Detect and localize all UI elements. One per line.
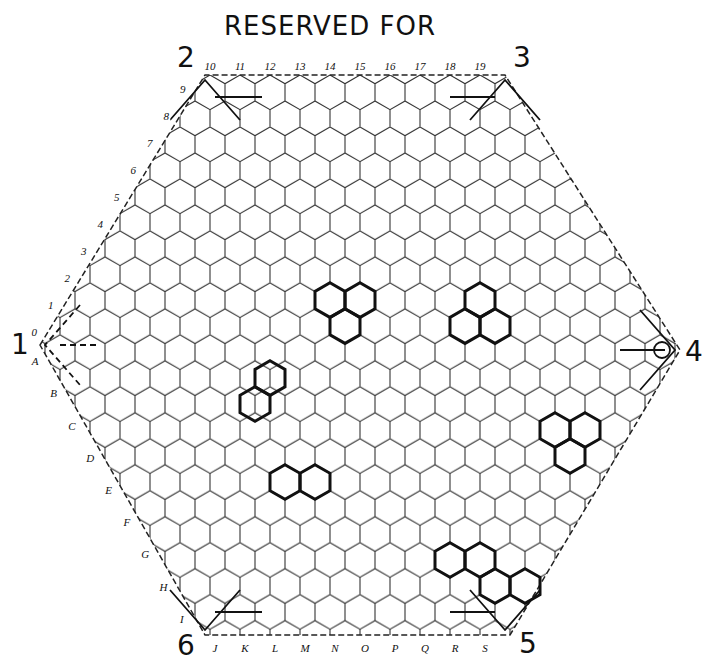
corner-number: 4 (684, 338, 704, 366)
edge-coordinate: 19 (474, 61, 487, 72)
edge-coordinate: 2 (64, 272, 72, 283)
edge-coordinate: 6 (130, 164, 138, 175)
board-outline (40, 75, 680, 635)
title-note: RESERVED FOR (223, 13, 437, 39)
edge-coordinate: 12 (264, 61, 277, 72)
corner-number: 5 (518, 630, 538, 658)
edge-coordinate: J (212, 643, 219, 654)
edge-coordinate: 3 (80, 245, 88, 256)
edge-coordinate: A (31, 356, 40, 367)
edge-coordinate: D (85, 452, 95, 463)
edge-coordinate: 16 (384, 61, 397, 72)
edge-coordinate: P (391, 643, 400, 654)
edge-coordinate: I (179, 613, 185, 624)
edge-coordinate: S (481, 643, 489, 654)
edge-coordinate: K (240, 643, 249, 654)
edge-coordinate: F (122, 517, 131, 528)
corner-number: 6 (176, 632, 196, 660)
edge-coordinate: M (299, 643, 310, 654)
corner-number: 3 (512, 44, 532, 72)
edge-coordinate: H (159, 581, 169, 592)
edge-coordinate: O (360, 643, 370, 654)
edge-coordinate: E (104, 485, 113, 496)
corner-number: 1 (10, 331, 30, 359)
edge-coordinate: Q (420, 643, 430, 654)
edge-coordinate: L (271, 643, 279, 654)
edge-coordinate: 4 (97, 218, 105, 229)
edge-coordinate: C (67, 420, 76, 431)
highlight-hexes (240, 283, 600, 604)
edge-coordinate: N (330, 643, 339, 654)
edge-coordinate: 1 (47, 299, 55, 310)
edge-coordinate: 17 (414, 61, 427, 72)
edge-coordinate: 9 (179, 83, 187, 94)
corner-number: 2 (176, 44, 196, 72)
edge-coordinate: 15 (354, 61, 367, 72)
edge-coordinate: G (140, 549, 150, 560)
edge-coordinate: 0 (31, 326, 39, 337)
edge-coordinate: 18 (444, 61, 457, 72)
edge-coordinate: B (49, 388, 58, 399)
edge-coordinate: 14 (324, 61, 337, 72)
edge-coordinate: R (451, 643, 460, 654)
edge-coordinate: 11 (234, 61, 246, 72)
corner-marks (45, 80, 675, 630)
edge-coordinate: 8 (163, 110, 171, 121)
edge-coordinate: 10 (204, 61, 217, 72)
edge-coordinate: 7 (146, 137, 154, 148)
edge-coordinate: 5 (113, 191, 121, 202)
edge-coordinate: 13 (294, 61, 307, 72)
